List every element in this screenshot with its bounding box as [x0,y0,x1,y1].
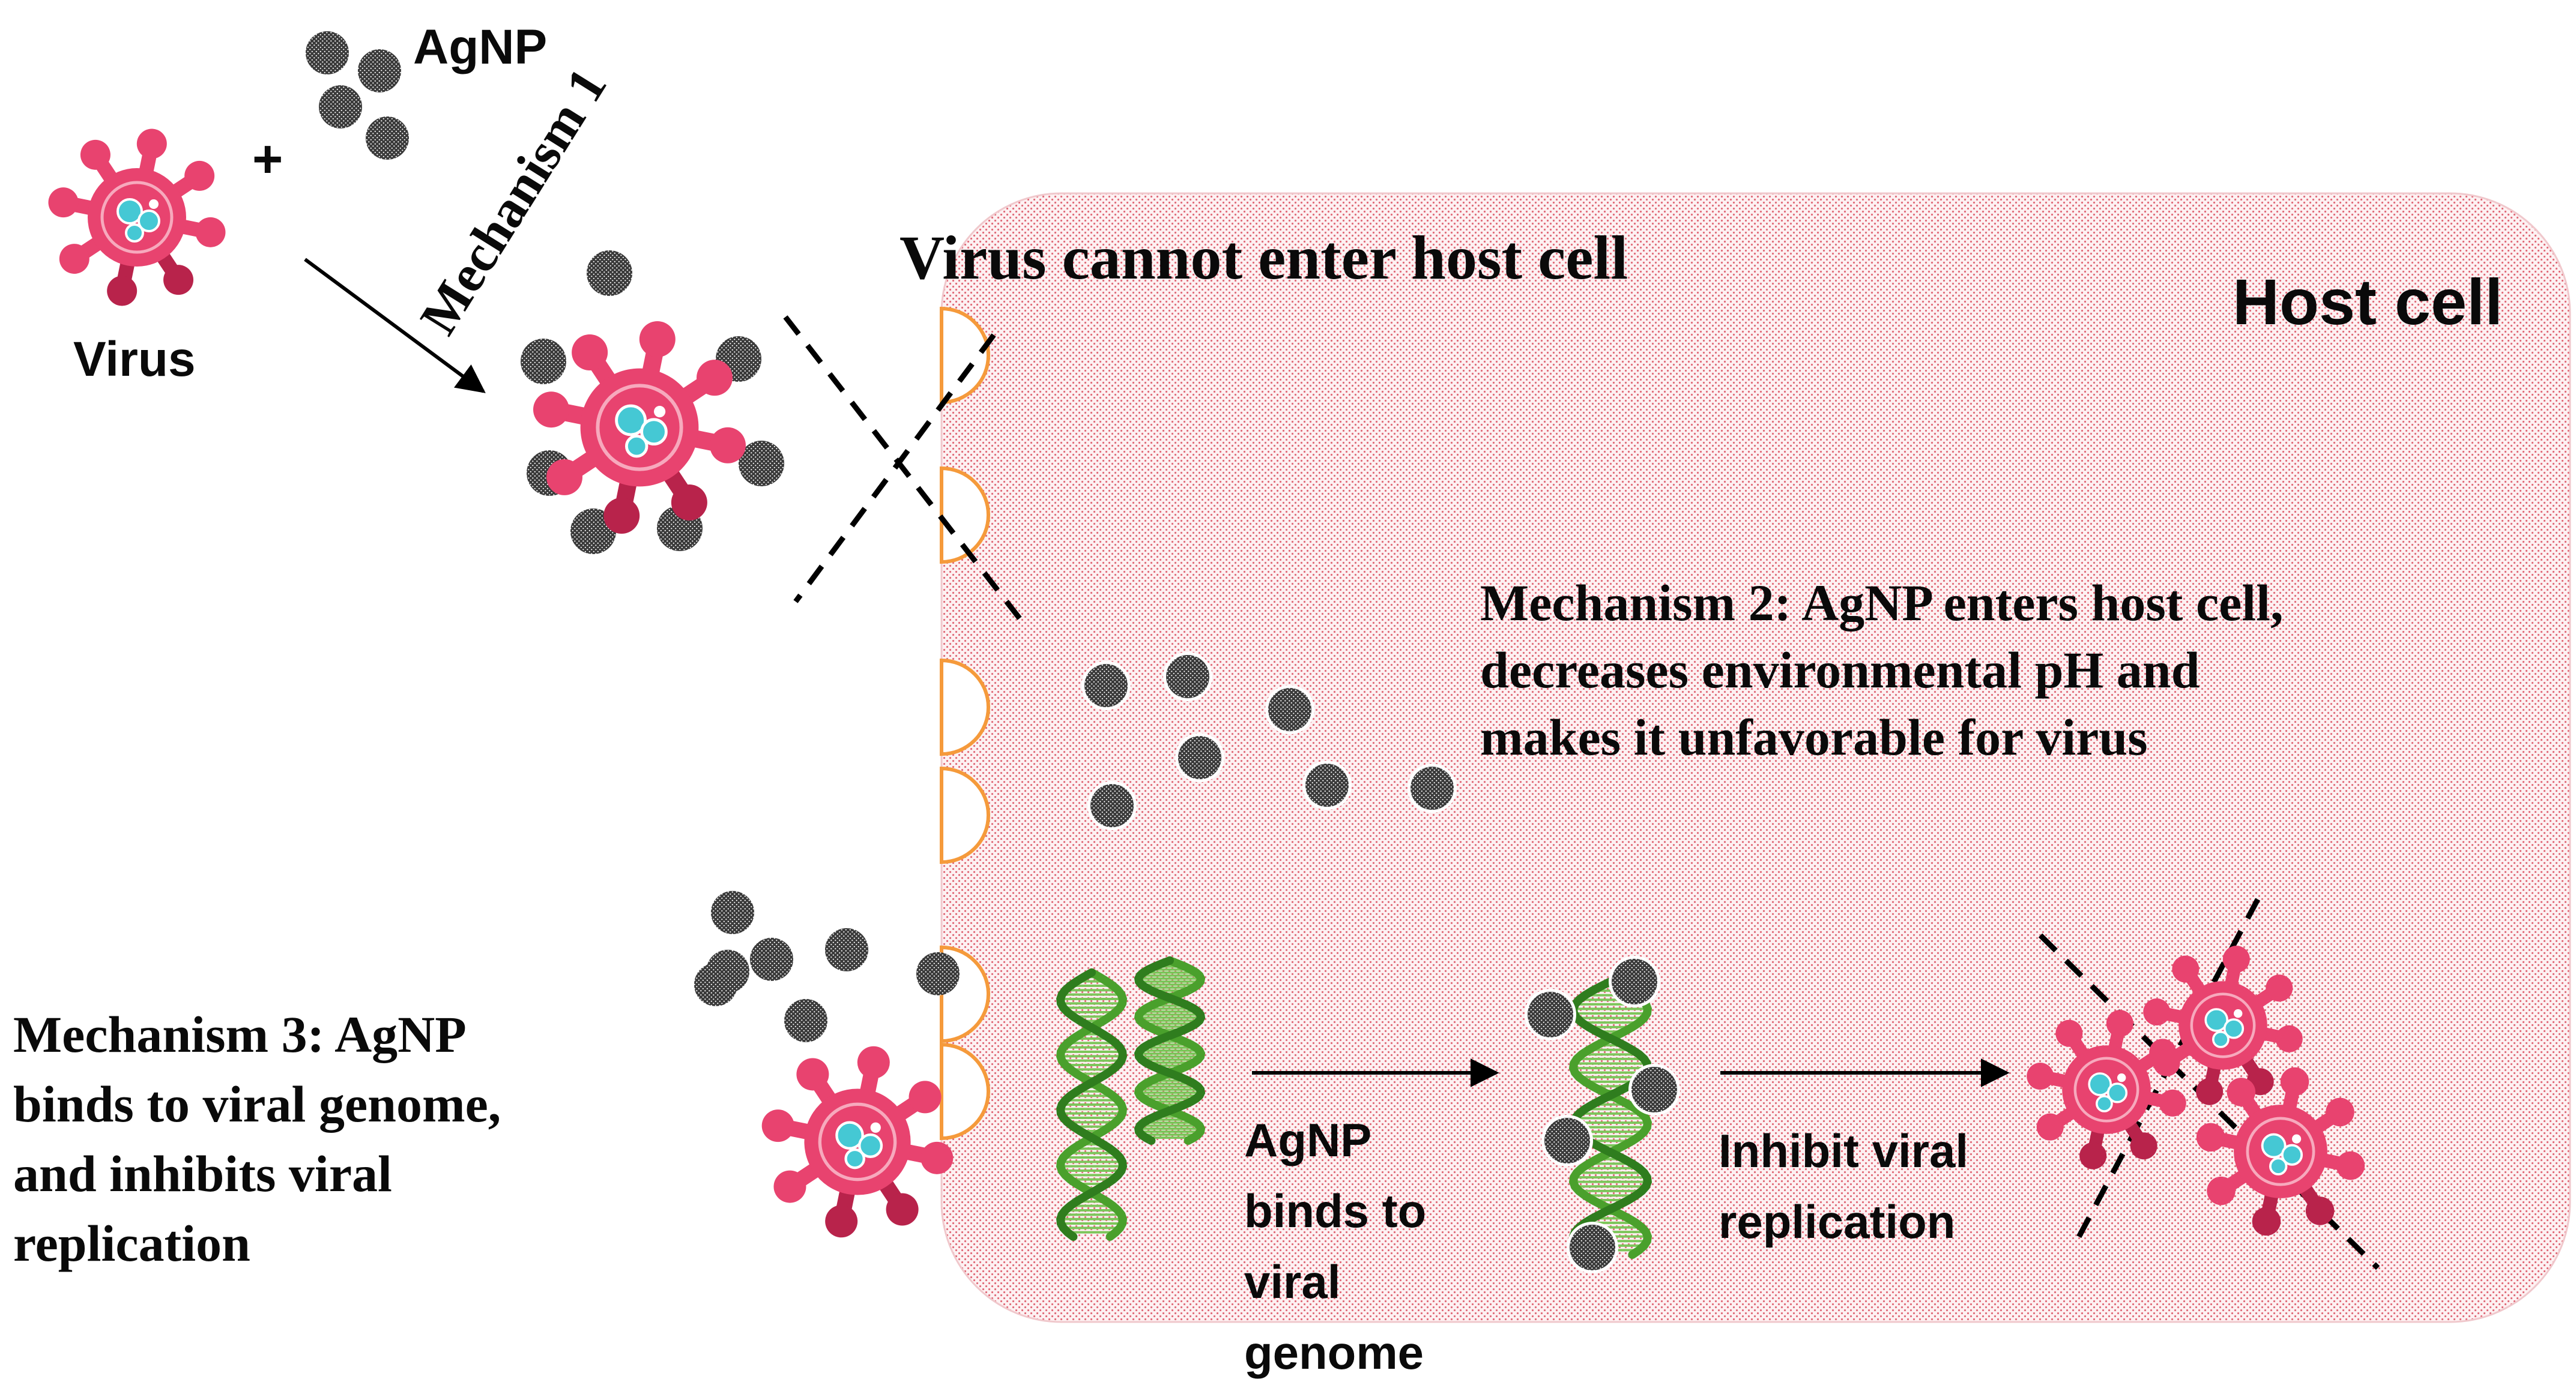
virus-cannot-enter-label: Virus cannot enter host cell [899,223,1628,292]
nanoparticle-icon [306,31,349,74]
nanoparticle-icon [1525,989,1576,1040]
mechanism-2-line: decreases environmental pH and [1480,641,2200,699]
mechanism-3-line: binds to viral genome, [13,1075,501,1133]
nanoparticle-icon [1567,1222,1618,1273]
nanoparticle-icon [1407,764,1457,813]
nanoparticle-icon [1609,956,1660,1007]
binds-genome-line: AgNP [1244,1114,1372,1166]
nanoparticle-icon [1628,1064,1680,1115]
nanoparticle-icon [319,85,362,128]
nanoparticle-icon [1163,652,1212,701]
mechanism-3-text: Mechanism 3: AgNP binds to viral genome,… [13,1000,501,1278]
virus-icon [2196,1067,2365,1236]
mechanism-2-line: makes it unfavorable for virus [1480,708,2148,766]
nanoparticle-icon [584,247,635,299]
mechanism-3-line: Mechanism 3: AgNP [13,1006,467,1063]
receptor-icon [940,1042,990,1141]
nanoparticle-icon [1087,781,1137,830]
nanoparticle-icon [711,891,754,934]
nanoparticle-icon [736,438,787,489]
receptor-icon [940,766,990,864]
agnp-binds-genome-label: AgNP binds to viral genome [1244,1105,1426,1388]
receptor-icon [940,306,990,405]
nanoparticle-icon [784,999,827,1042]
nanoparticle-icon [1175,733,1224,782]
host-cell-label: Host cell [2233,265,2503,338]
inhibit-replication-label: Inhibit viral replication [1719,1115,1968,1257]
nanoparticle-icon [518,336,569,387]
nanoparticle-icon [366,116,409,160]
binds-genome-line: genome [1244,1326,1424,1379]
arrow-mechanism-1 [304,258,486,393]
binds-genome-line: binds to [1244,1184,1427,1237]
dna-helix-icon [1134,956,1206,1145]
nanoparticle-icon [1081,661,1131,710]
nanoparticle-icon [825,928,868,971]
nanoparticle-icon [1265,685,1314,734]
receptor-icon [940,658,990,756]
plus-sign: + [252,129,283,189]
receptor-icon [940,466,990,564]
inhibit-replication-line: Inhibit viral [1719,1124,1969,1177]
virus-icon [2143,946,2303,1105]
dna-helix-icon [1056,968,1128,1241]
inhibit-replication-line: replication [1719,1195,1956,1248]
mechanism-2-text: Mechanism 2: AgNP enters host cell, decr… [1480,569,2284,771]
virus-icon [533,321,746,534]
nanoparticle-icon [694,963,737,1006]
virus-label: Virus [73,332,196,387]
virus-icon [761,1046,954,1238]
mechanism-3-line: replication [13,1214,250,1272]
nanoparticle-icon [1541,1115,1593,1166]
nanoparticle-icon [750,938,793,981]
virus-icon [48,128,226,306]
nanoparticle-icon [916,952,960,995]
mechanism-3-line: and inhibits viral [13,1145,392,1202]
nanoparticle-icon [1302,761,1352,810]
virus-icon [2027,1010,2186,1169]
nanoparticle-icon [358,49,401,92]
agnp-label: AgNP [413,20,548,74]
dna-helix-icon [1568,977,1652,1259]
mechanism-2-line: Mechanism 2: AgNP enters host cell, [1480,574,2284,632]
cross-mark-icon [783,315,1022,620]
binds-genome-line: viral [1244,1255,1341,1308]
